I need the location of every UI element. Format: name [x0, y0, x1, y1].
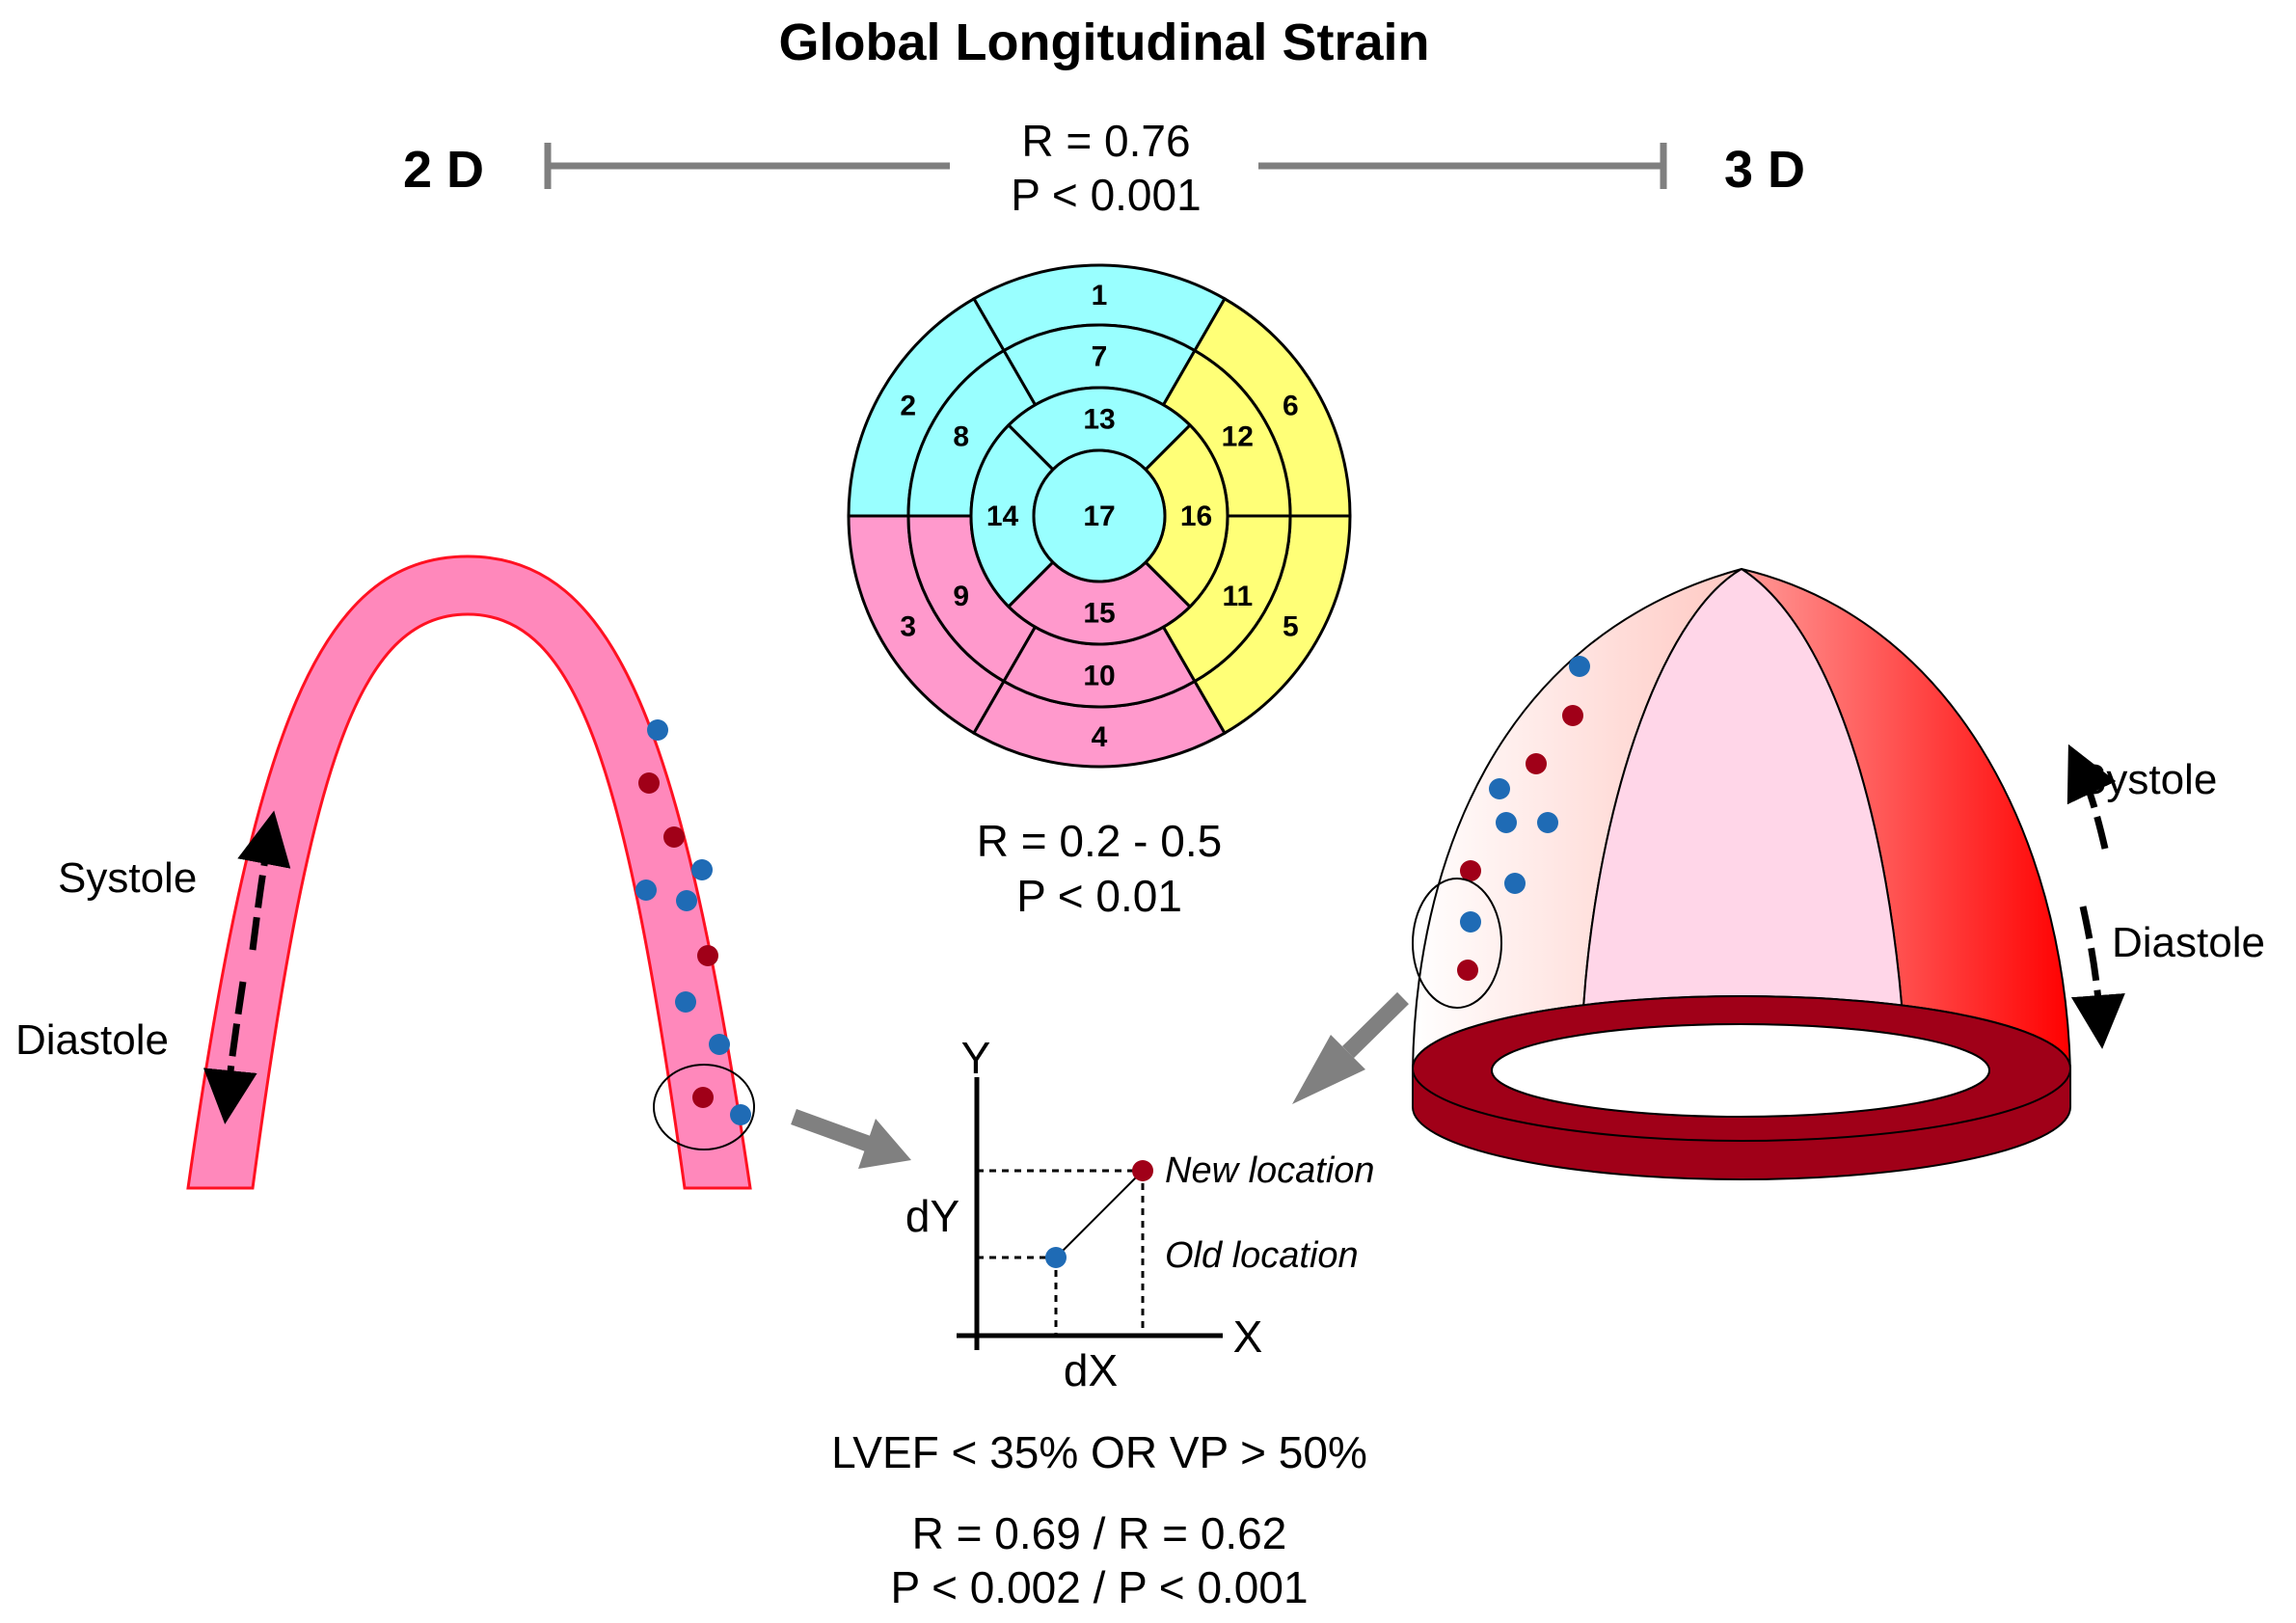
speckle-red: [1526, 753, 1547, 774]
bullseye-segment-label: 10: [1083, 661, 1115, 692]
label-3d: 3 D: [1724, 141, 1805, 199]
y-axis-label: Y: [961, 1033, 991, 1083]
speckle-blue: [1569, 656, 1590, 677]
old-location-point: [1045, 1247, 1067, 1268]
guide-lines: [977, 1169, 1145, 1336]
label-2d: 2 D: [403, 141, 484, 199]
speckle-red: [663, 826, 685, 848]
pointer-arrow-right: [1292, 991, 1409, 1104]
speckle-blue: [675, 991, 696, 1013]
bullseye-segment-label: 4: [1092, 721, 1108, 753]
speckle-blue: [1460, 911, 1481, 933]
speckle-blue: [647, 719, 668, 741]
old-location-label: Old location: [1165, 1235, 1359, 1276]
comparison-bracket: [544, 143, 1667, 189]
bullseye-segment-label: 3: [900, 611, 916, 643]
dome-center-face: [1580, 567, 1906, 1042]
speckle-markers-3d: [1457, 656, 1590, 981]
displacement-inset: Y X dY dX New location Old location: [905, 1033, 1375, 1395]
systole-arrow-right: [2066, 744, 2117, 850]
speckle-blue: [1496, 812, 1517, 833]
top-r-value: R = 0.76: [1021, 116, 1190, 166]
bullseye-segment-label: 13: [1083, 404, 1115, 436]
dome-cavity-opening: [1491, 1023, 1990, 1118]
bullseye-segment-17: [1032, 448, 1167, 583]
bullseye-segment-label: 6: [1283, 391, 1299, 422]
speckle-blue: [676, 890, 697, 911]
bullseye-segment-label: 2: [900, 391, 916, 422]
subgroup-condition: LVEF < 35% OR VP > 50%: [831, 1427, 1367, 1477]
speckle-red: [638, 772, 660, 794]
ventricle-wall-2d: [186, 555, 752, 1190]
bullseye-segment-label: 7: [1092, 341, 1108, 373]
speckle-blue: [1504, 873, 1526, 894]
bullseye-segment-label: 14: [986, 500, 1019, 532]
speckle-red: [697, 945, 718, 966]
diastole-arrow-right: [2070, 906, 2125, 1049]
speckle-red: [1562, 705, 1583, 726]
ventricle-dome-3d: [1411, 567, 2072, 1180]
pointer-arrow-left: [791, 1109, 911, 1169]
systole-label-right: Systole: [2078, 756, 2217, 803]
bullseye-segment-label: 1: [1092, 280, 1108, 311]
systole-label-left: Systole: [58, 854, 197, 902]
speckle-blue: [730, 1104, 751, 1125]
dx-label: dX: [1064, 1345, 1118, 1395]
new-location-point: [1132, 1160, 1153, 1181]
bullseye-p-value: P < 0.01: [1016, 871, 1182, 921]
bullseye-segment-label: 9: [953, 581, 969, 612]
new-location-label: New location: [1165, 1150, 1375, 1191]
selection-ellipse-3d: [1412, 878, 1502, 1009]
bullseye-segment-label: 12: [1222, 420, 1254, 452]
top-p-value: P < 0.001: [1011, 170, 1201, 220]
diagram-title: Global Longitudinal Strain: [779, 14, 1430, 71]
selection-ellipse-2d: [653, 1064, 755, 1150]
speckle-blue: [691, 859, 713, 880]
speckle-blue: [1489, 778, 1510, 799]
diastole-label-left: Diastole: [15, 1016, 169, 1064]
systole-arrow-left: [237, 810, 291, 951]
bullseye-segment-label: 17: [1083, 500, 1115, 532]
bullseye-r-value: R = 0.2 - 0.5: [977, 816, 1222, 866]
dy-label: dY: [905, 1191, 959, 1241]
bullseye-segment-label: 5: [1283, 611, 1299, 643]
displacement-line: [1055, 1170, 1144, 1258]
speckle-red: [1457, 960, 1478, 981]
bullseye-segment-label: 11: [1222, 581, 1253, 612]
speckle-blue: [709, 1034, 730, 1055]
speckle-blue: [635, 879, 657, 901]
speckle-red: [1460, 860, 1481, 881]
bottom-r-values: R = 0.69 / R = 0.62: [912, 1508, 1287, 1558]
diastole-arrow-left: [203, 981, 257, 1124]
x-axis-label: X: [1233, 1312, 1263, 1362]
bullseye-segment-label: 16: [1180, 500, 1212, 532]
bullseye-segment-label: 8: [953, 420, 969, 452]
diastole-label-right: Diastole: [2112, 919, 2265, 966]
bullseye-segment-label: 15: [1083, 598, 1115, 630]
speckle-markers-2d: [635, 719, 751, 1125]
speckle-red: [692, 1087, 714, 1108]
bottom-p-values: P < 0.002 / P < 0.001: [890, 1562, 1308, 1612]
speckle-blue: [1537, 812, 1558, 833]
